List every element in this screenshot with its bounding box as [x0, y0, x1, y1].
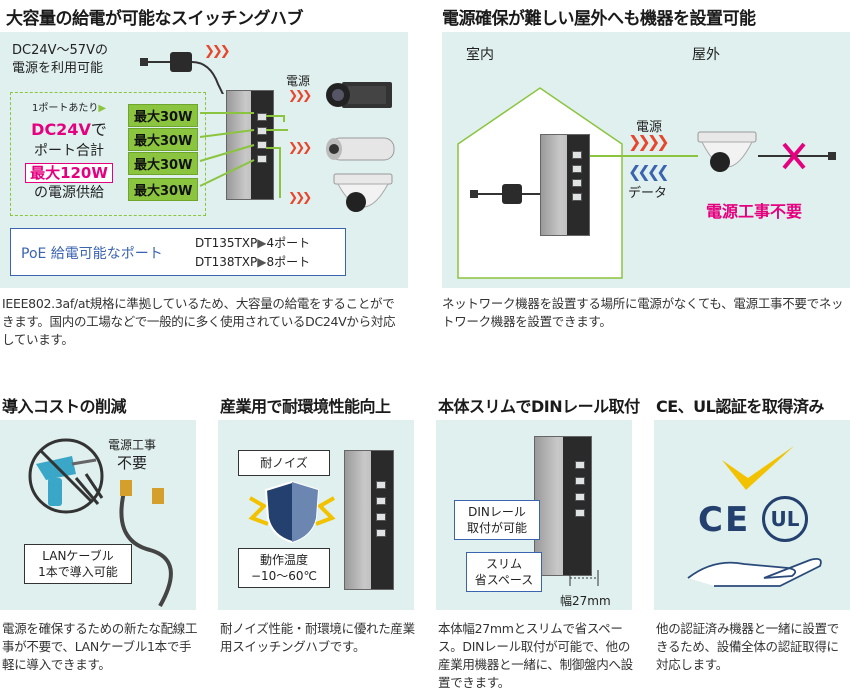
power-arrow-icon: ❯❯❯: [288, 140, 312, 154]
dome-camera-icon: [333, 173, 393, 212]
switching-hub-image: [540, 134, 590, 236]
width-label: 幅27mm: [560, 594, 611, 608]
switching-hub-image: [344, 450, 394, 590]
power-arrow-icon: ❯❯❯: [288, 88, 312, 102]
lan-cable-line: [590, 155, 698, 157]
ul-mark: UL: [762, 496, 808, 542]
outdoor-panel: 室内 屋外 電源 ❯❯❯❯ ❮❮❮❮ データ 電源工事不要: [442, 32, 850, 288]
ce-mark: CE: [698, 500, 751, 540]
switching-hub-image: [534, 436, 592, 576]
shield-icon: [248, 480, 336, 544]
data-arrow-icon: ❮❮❮❮: [628, 162, 670, 181]
power-source-note: DC24V〜57Vの 電源を利用可能: [12, 43, 108, 76]
lan-cable-note: LANケーブル 1本で導入可能: [24, 544, 132, 584]
cost-description: 電源を確保するための新たな配線工事が不要で、LANケーブル1本で手軽に導入できま…: [2, 621, 198, 672]
triangle-icon: ▶: [98, 103, 107, 114]
industrial-description: 耐ノイズ性能・耐環境に優れた産業用スイッチングハブです。: [220, 621, 415, 654]
max-30w-label: 最大30W: [128, 178, 199, 201]
outdoor-label: 屋外: [692, 47, 720, 63]
din-title: 本体スリムでDINレール取付: [438, 397, 640, 416]
hand-icon: [687, 557, 822, 587]
power-hub-title: 大容量の給電が可能なスイッチングハブ: [6, 9, 304, 29]
max-30w-label: 最大30W: [128, 104, 199, 127]
drill-tool-icon: [28, 438, 104, 514]
bullet-camera-icon: [326, 137, 395, 161]
cert-description: 他の認証済み機器と一緒に設置できるため、設備全体の認証取得に対応します。: [656, 621, 840, 672]
cost-panel: 電源工事 不要 LANケーブル 1本で導入可能: [0, 420, 196, 610]
poe-models: DT135TXP▶4ポート DT138TXP▶8ポート: [195, 236, 311, 269]
triangle-icon: ▶: [257, 255, 267, 269]
outdoor-description: ネットワーク機器を設置する場所に電源がなくても、電源工事不要でネットワーク機器を…: [442, 296, 844, 329]
indoor-label: 室内: [466, 47, 494, 63]
slim-note: スリム 省スペース: [466, 552, 542, 592]
poe-ports-box: PoE 給電可能なポート DT135TXP▶4ポート DT138TXP▶8ポート: [10, 228, 346, 276]
triangle-icon: ▶: [257, 236, 267, 250]
power-label: 電源: [636, 120, 663, 135]
no-power-work-label: 電源工事不要: [706, 202, 803, 221]
box-camera-icon: [326, 82, 392, 108]
poe-ports-label: PoE 給電可能なポート: [21, 246, 163, 262]
power-label: 電源: [286, 74, 311, 88]
power-hub-description: IEEE802.3af/at規格に準拠しているため、大容量の給電をすることができ…: [2, 296, 396, 347]
max-120w-badge: 最大120W: [25, 163, 113, 183]
max-30w-label: 最大30W: [128, 152, 199, 175]
industrial-panel: 耐ノイズ 動作温度 −10〜60℃: [218, 420, 414, 610]
cert-title: CE、UL認証を取得済み: [656, 397, 824, 416]
din-rail-note: DINレール 取付が可能: [454, 500, 540, 540]
din-description: 本体幅27mmとスリムで省スペース。DINレール取付が可能で、他の産業用機器と一…: [438, 621, 633, 690]
din-panel: DINレール 取付が可能 スリム 省スペース 幅27mm: [436, 420, 632, 610]
max-30w-label: 最大30W: [128, 128, 199, 151]
data-label: データ: [628, 186, 668, 201]
cost-title: 導入コストの削減: [2, 397, 127, 416]
poe-dashed-area: [10, 92, 206, 216]
cert-panel: CE UL: [654, 420, 850, 610]
dome-camera-icon: [697, 131, 757, 172]
green-cable-lines: [199, 112, 288, 198]
poe-supply-note: 1ポートあたり▶ DC24Vで ポート合計 最大120W の電源供給: [16, 98, 122, 204]
power-hub-panel: DC24V〜57Vの 電源を利用可能 ❯❯❯ 1ポートあたり▶ DC24Vで ポ…: [0, 32, 408, 288]
noise-resistance-label: 耐ノイズ: [238, 450, 330, 476]
industrial-title: 産業用で耐環境性能向上: [220, 397, 391, 416]
power-arrow-icon: ❯❯❯❯: [628, 132, 670, 151]
power-arrow-icon: ❯❯❯: [288, 190, 312, 204]
outdoor-title: 電源確保が難しい屋外へも機器を設置可能: [442, 9, 756, 29]
check-mark-icon: [722, 446, 794, 490]
power-arrow-icon: ❯❯❯: [204, 44, 231, 59]
no-power-cable-icon: [758, 142, 836, 170]
no-power-work-note: 電源工事 不要: [108, 438, 157, 472]
operating-temp-label: 動作温度 −10〜60℃: [238, 548, 330, 588]
lan-cable-icon: [119, 480, 173, 607]
switching-hub-image: [226, 90, 274, 200]
width-dimension-icon: [569, 570, 599, 586]
power-adapter-icon: [140, 52, 224, 94]
